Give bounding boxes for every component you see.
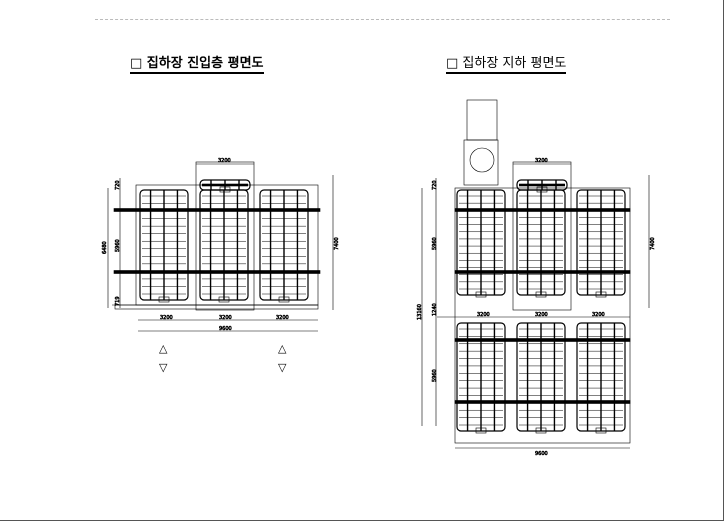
parking-pallet — [259, 189, 309, 303]
arrow-down-icon: ▽ — [159, 361, 168, 374]
rail-beam — [113, 270, 321, 274]
turntable — [469, 147, 495, 173]
lift-tower — [466, 99, 498, 141]
dim-gap: 1240 — [432, 303, 438, 316]
pallet-wheel — [475, 427, 487, 434]
rail-beam — [113, 208, 321, 212]
pallet-wheel — [278, 296, 290, 303]
floor-slab — [114, 304, 319, 310]
dim-bay-2: 3200 — [535, 312, 548, 318]
pallet-wheel — [595, 427, 607, 434]
dim-total-width: 9600 — [535, 451, 548, 457]
pallet-wheel — [536, 186, 548, 193]
arrow-up-icon: △ — [159, 342, 168, 355]
parking-pallet — [199, 189, 249, 303]
arrow-down-icon: ▽ — [278, 361, 287, 374]
pallet-wheel — [219, 186, 231, 193]
right-plan-title: □ 집하장 지하 평면도 — [446, 52, 567, 74]
arrow-up-icon: △ — [278, 342, 287, 355]
pallet-wheel — [475, 291, 487, 298]
right-floor-plan: 3200 720 5960 7400 1240 13160 5960 3200 … — [417, 99, 656, 457]
dim-height-upper: 5960 — [432, 237, 438, 250]
dim-height-right: 7400 — [334, 237, 340, 250]
pallet-wheel — [218, 296, 230, 303]
parking-pallet — [516, 189, 566, 298]
dim-bay-2: 3200 — [219, 315, 232, 321]
rail-beam — [454, 208, 631, 212]
parking-pallet — [516, 179, 568, 193]
dim-bay-1: 3200 — [477, 312, 490, 318]
pallet-wheel — [595, 291, 607, 298]
dim-bottom-offset: 719 — [115, 296, 121, 306]
rail-beam — [454, 270, 631, 274]
parking-pallet — [456, 189, 506, 298]
rail-beam — [454, 400, 631, 404]
dim-total-height: 13160 — [417, 304, 423, 320]
dim-top-offset: 720 — [115, 180, 121, 190]
tower-frame — [463, 139, 499, 186]
pallet-wheel — [158, 296, 170, 303]
dim-height-inner: 5960 — [115, 239, 121, 252]
left-plan-title: □ 집하장 진입층 평면도 — [130, 52, 264, 74]
parking-pallet — [139, 189, 189, 303]
rail-beam — [454, 338, 631, 342]
parking-pallet — [199, 179, 251, 193]
header-divider — [95, 19, 670, 20]
dim-bay-3: 3200 — [276, 315, 289, 321]
dim-top-offset: 720 — [432, 180, 438, 190]
pallet-wheel — [535, 427, 547, 434]
pallet-wheel — [535, 291, 547, 298]
dim-top-center: 3200 — [535, 158, 548, 164]
center-bay-outline — [195, 161, 255, 311]
dim-bay-1: 3200 — [160, 315, 173, 321]
dim-height-total: 6480 — [102, 241, 108, 254]
dim-top-center: 3200 — [218, 158, 231, 164]
left-floor-plan: 3200 720 5960 6480 7400 719 3200 3200 32… — [102, 158, 341, 333]
dim-bay-3: 3200 — [592, 312, 605, 318]
parking-pallet — [576, 189, 626, 298]
center-bay-outline — [512, 161, 572, 311]
dim-height-lower: 5960 — [432, 369, 438, 382]
dim-total-width: 9600 — [219, 326, 232, 332]
dim-height-right: 7400 — [650, 237, 656, 250]
